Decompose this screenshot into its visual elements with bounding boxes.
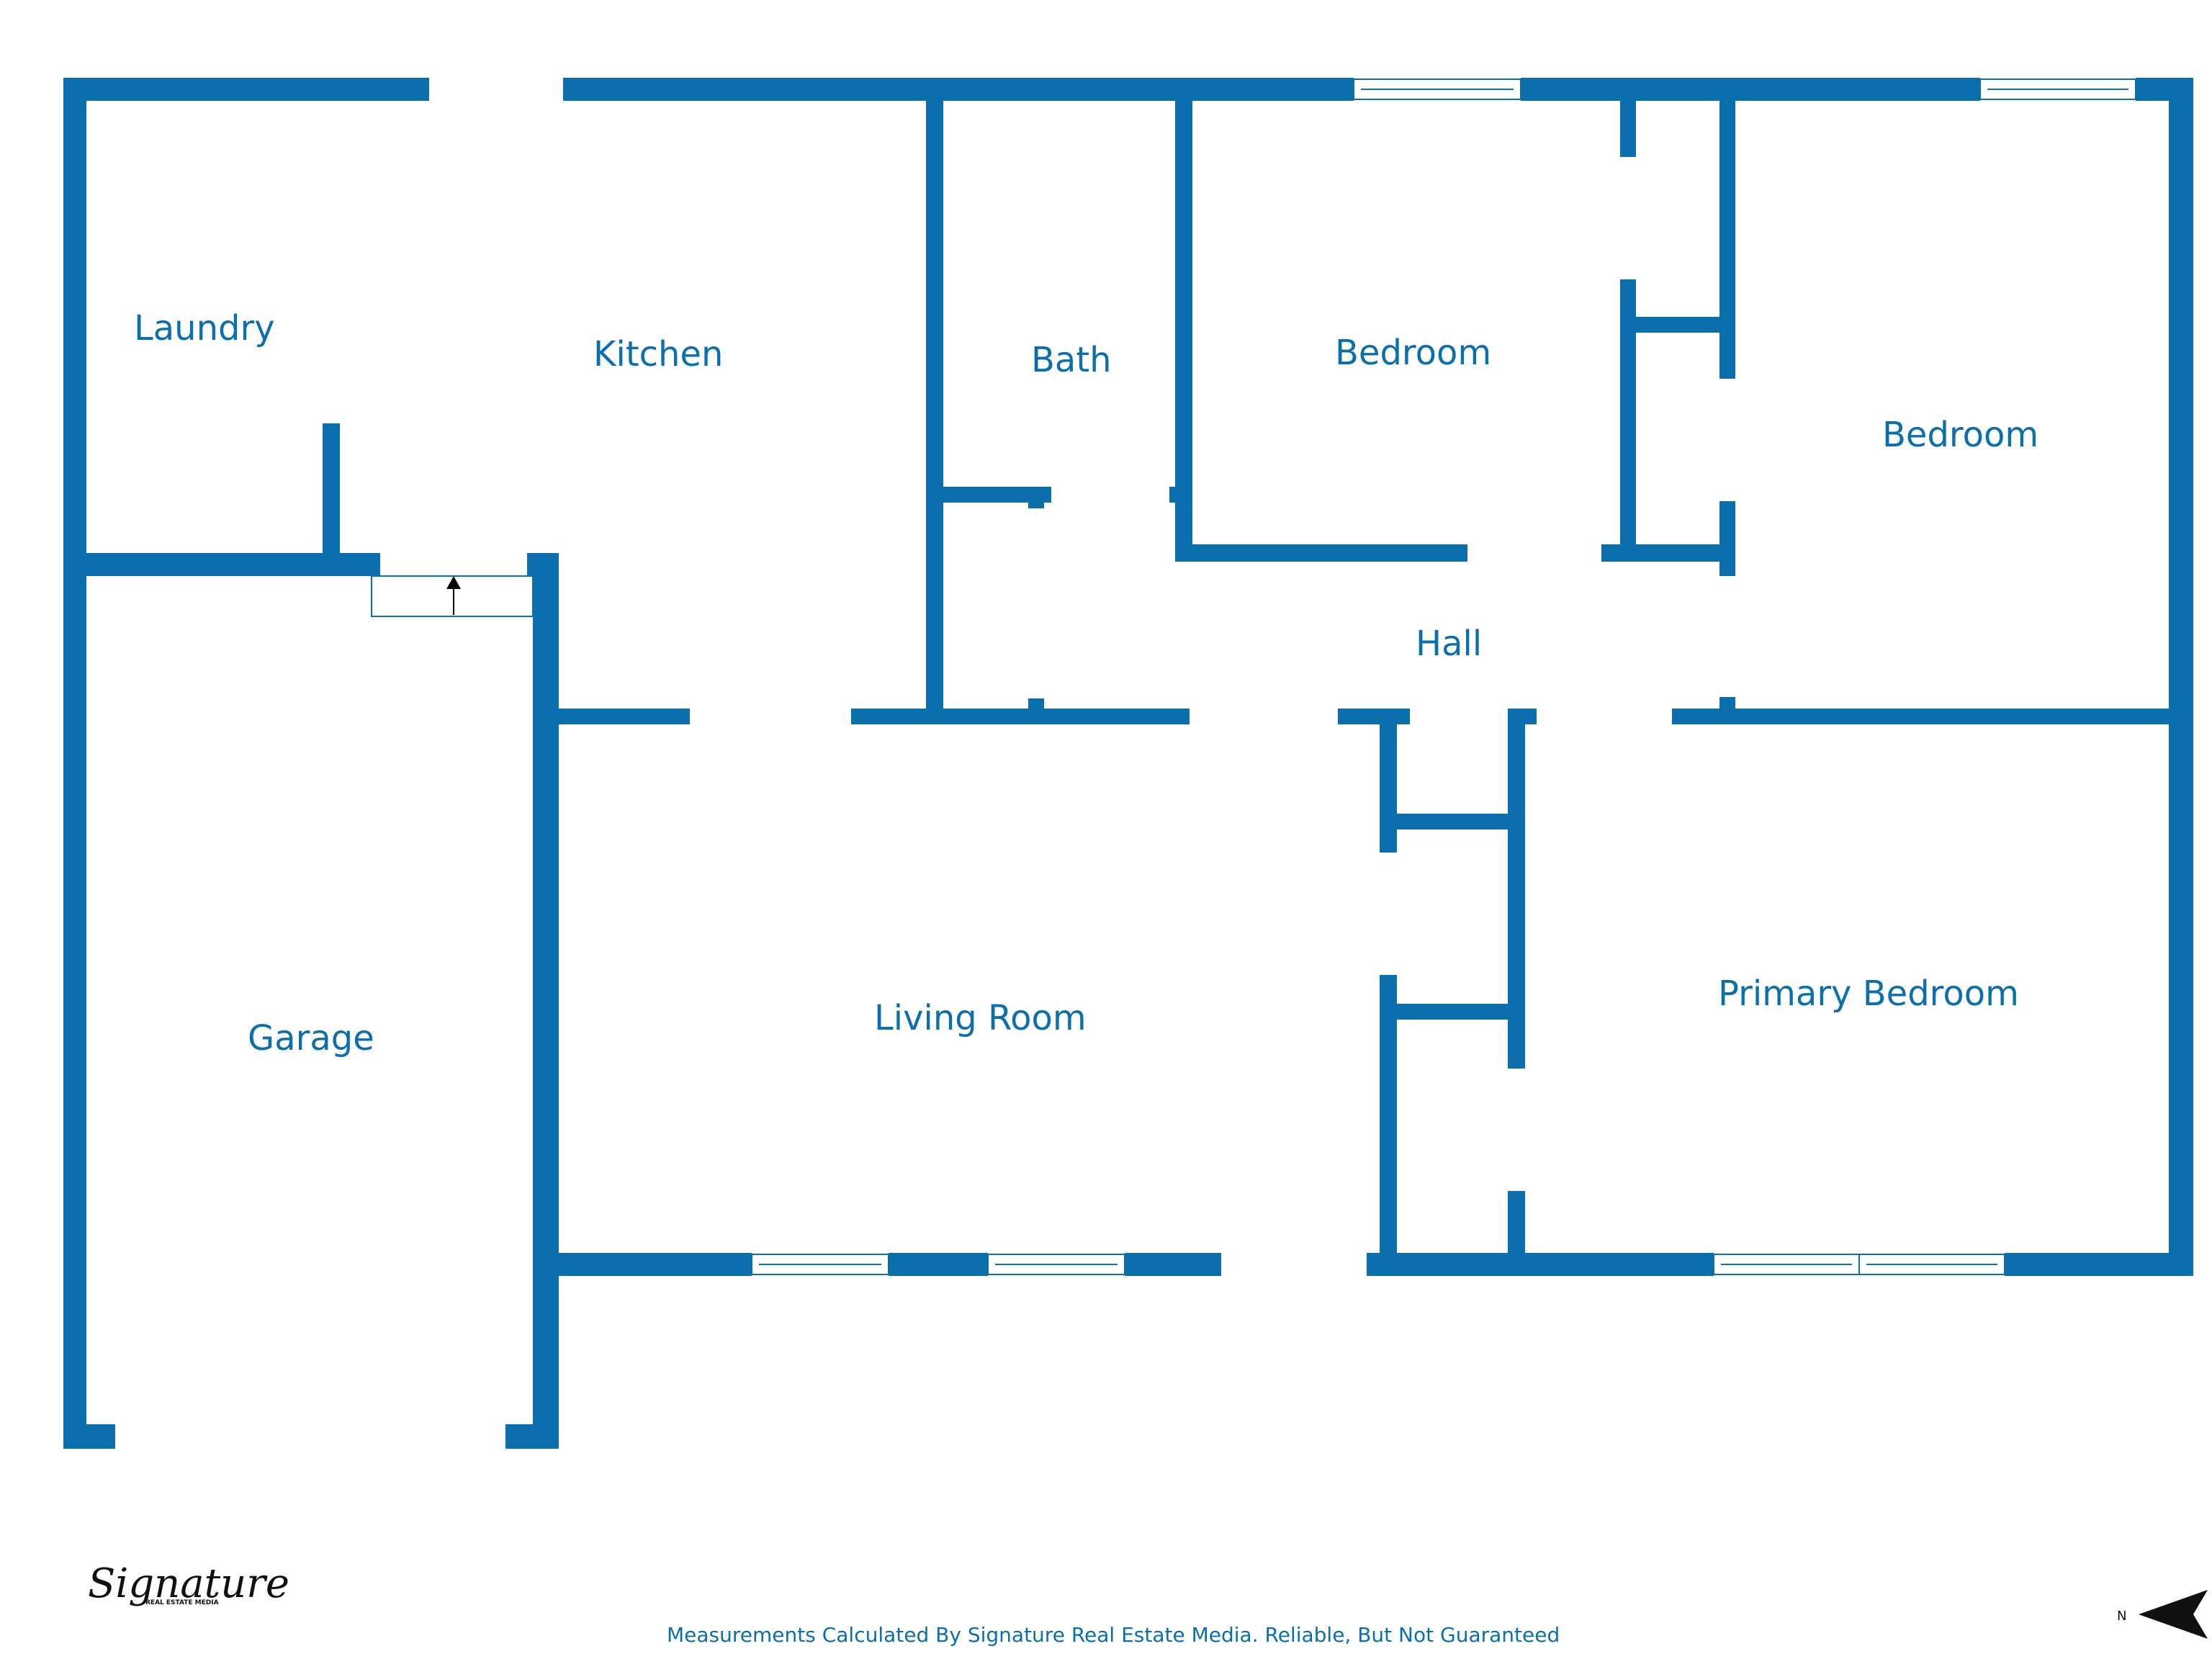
wall-closet-shelf-2 <box>1380 1004 1525 1020</box>
room-label-bedroom-1: Bedroom <box>1335 333 1491 373</box>
wall-bed1-right-2 <box>1620 279 1636 562</box>
room-label-living-room: Living Room <box>874 998 1087 1038</box>
wall-hall-primary-top <box>1508 709 1537 724</box>
wall-bottom-5 <box>2005 1253 2193 1276</box>
wall-bottom-3 <box>1125 1253 1221 1276</box>
room-label-bedroom-2: Bedroom <box>1882 415 2038 455</box>
wall-living-top-2 <box>851 709 1190 724</box>
wall-bottom-4 <box>1367 1253 1714 1276</box>
room-label-laundry: Laundry <box>134 308 275 349</box>
wall-laundry-garage-2 <box>527 553 559 576</box>
wall-bath-bottom-2 <box>1169 487 1192 503</box>
room-label-hall: Hall <box>1416 624 1482 664</box>
wall-closet-left-2 <box>1380 975 1397 1276</box>
wall-kitchen-bath <box>926 78 943 724</box>
walls <box>63 78 2193 1449</box>
north-letter: N <box>2117 1609 2126 1624</box>
logo-subtext: REAL ESTATE MEDIA <box>145 1599 219 1606</box>
wall-living-top-1 <box>533 709 690 724</box>
footer-disclaimer: Measurements Calculated By Signature Rea… <box>667 1623 1560 1647</box>
room-label-primary-bedroom: Primary Bedroom <box>1718 974 2019 1014</box>
north-arrow-icon: N <box>2117 1590 2208 1639</box>
wall-closet-bath <box>1028 487 1044 508</box>
wall-garage-right <box>533 553 559 1449</box>
wall-left <box>63 78 86 1449</box>
wall-bed1-right-1 <box>1620 78 1636 157</box>
wall-bath-bedroom <box>1175 78 1192 562</box>
room-label-garage: Garage <box>248 1018 374 1058</box>
wall-living-top-3 <box>1338 709 1410 724</box>
wall-bed2-bottom <box>1672 709 2193 724</box>
wall-top-3 <box>1521 78 1980 101</box>
wall-bath-bottom-1 <box>926 487 1051 503</box>
garage-step <box>371 575 534 617</box>
logo-script-text: Signature <box>88 1560 289 1607</box>
wall-bottom-2 <box>889 1253 988 1276</box>
wall-top-1 <box>63 78 429 101</box>
wall-closet-shelf-1 <box>1380 814 1525 830</box>
wall-bed1-bottom-1 <box>1175 544 1467 562</box>
room-label-bath: Bath <box>1031 340 1112 380</box>
wall-bottom-1 <box>533 1253 752 1276</box>
wall-closet-divider <box>1620 317 1735 333</box>
wall-garage-bottom-1 <box>63 1424 115 1449</box>
wall-bed2-left-1 <box>1719 78 1735 379</box>
wall-closet-left <box>1380 709 1397 853</box>
wall-laundry-stub <box>323 423 340 576</box>
wall-bed2-left-2 <box>1719 501 1735 576</box>
signature-logo: Signature REAL ESTATE MEDIA <box>88 1560 289 1607</box>
openings <box>751 78 2136 1275</box>
wall-top-2 <box>563 78 1354 101</box>
wall-right <box>2169 78 2193 1276</box>
wall-closet-bath-2 <box>1028 698 1044 724</box>
room-label-kitchen: Kitchen <box>593 334 723 374</box>
wall-closet-right-2 <box>1508 1191 1525 1276</box>
